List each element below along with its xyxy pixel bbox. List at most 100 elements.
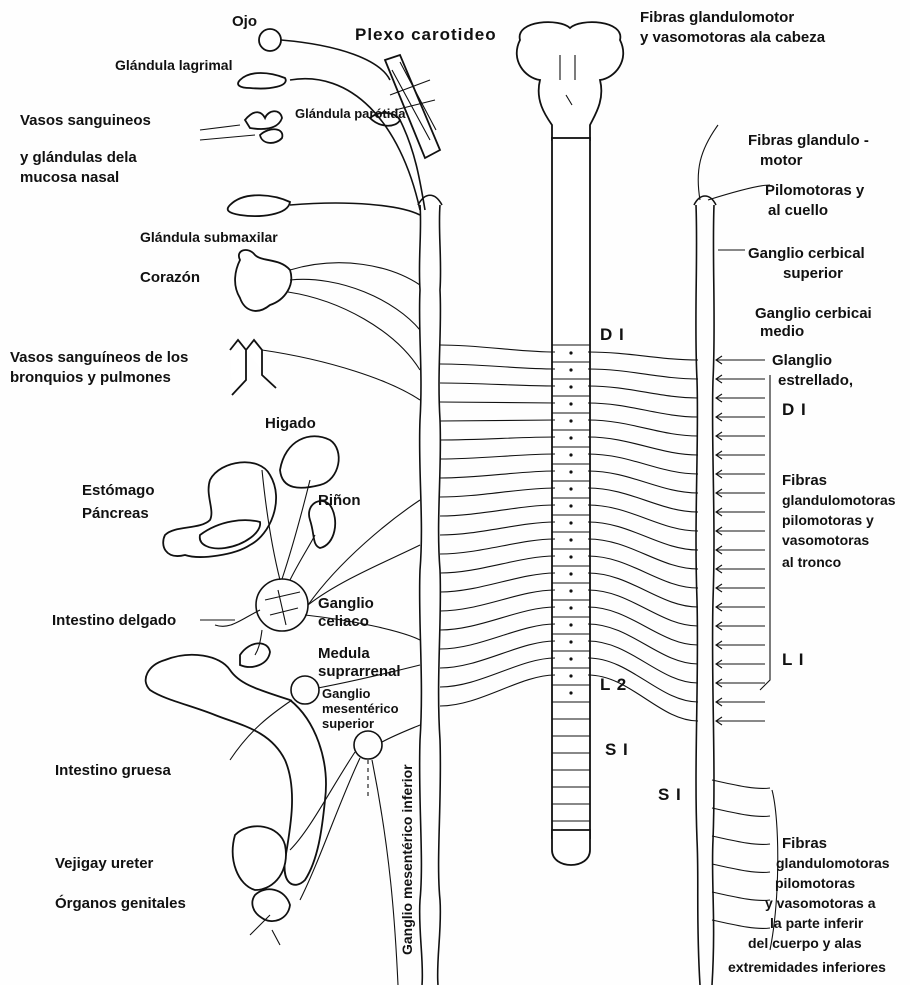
lower-fiber <box>712 892 770 900</box>
cord-root-dot <box>569 419 572 422</box>
label-medula-1: Medula <box>318 645 370 662</box>
ramus-left-fiber <box>440 345 555 352</box>
label-tronco-4: vasomotoras <box>782 532 869 548</box>
label-tronco-1: Fibras <box>782 472 827 489</box>
fiber-arrow <box>716 375 765 383</box>
ramus-right-fiber <box>588 624 698 664</box>
label-intestino-delgado: Intestino delgado <box>52 612 176 629</box>
label-higado: Higado <box>265 415 316 432</box>
label-ganglio-mes-inf: Ganglio mesentérico inferior <box>399 764 415 955</box>
fiber-arrow <box>716 413 765 421</box>
labels: Ojo Plexo carotideo Fibras glandulomotor… <box>10 9 896 975</box>
label-corazon: Corazón <box>140 269 200 286</box>
label-inf-4: y vasomotoras a <box>765 895 876 911</box>
cord-root-dot <box>569 555 572 558</box>
organs <box>146 29 440 985</box>
cord-root-dot <box>569 572 572 575</box>
label-estomago: Estómago <box>82 482 155 499</box>
fiber-arrow <box>716 698 765 706</box>
label-pilomotoras-1: Pilomotoras y <box>765 182 865 199</box>
label-pilomotoras-2: al cuello <box>768 202 828 219</box>
left-sympathetic-chain <box>418 195 442 985</box>
ramus-left-fiber <box>440 383 555 386</box>
label-ganglio-celiaco-1: Ganglio <box>318 595 374 612</box>
adrenal-medulla <box>240 643 270 667</box>
ramus-right-fiber <box>588 420 698 436</box>
label-ge-2: estrellado, <box>778 372 853 389</box>
ramus-left-fiber <box>440 624 555 649</box>
eye-organ <box>259 29 281 51</box>
lower-fiber <box>712 864 770 872</box>
label-gcm-1: Ganglio cerbicai <box>755 305 872 322</box>
ramus-right-fiber <box>588 573 698 607</box>
label-fibras-glandulo-1: Fibras glandulo - <box>748 132 869 149</box>
ramus-right-fiber <box>588 437 698 455</box>
ramus-left-fiber <box>440 454 555 459</box>
label-l2: L 2 <box>600 675 627 694</box>
liver-organ <box>280 436 339 488</box>
cord-root-dot <box>569 368 572 371</box>
submaxillary-gland <box>228 195 290 216</box>
ramus-left-fiber <box>440 556 555 573</box>
left-rami-fibers <box>440 345 555 706</box>
label-rinon: Riñon <box>318 492 361 509</box>
label-d1-right: D I <box>782 400 807 419</box>
label-inf-5: la parte inferir <box>770 915 864 931</box>
superior-mesenteric-ganglion <box>291 676 319 704</box>
label-inf-6: del cuerpo y alas <box>748 935 862 951</box>
label-plexo-carotideo: Plexo carotideo <box>355 25 497 44</box>
label-gcs-2: superior <box>783 265 843 282</box>
right-rami-fibers <box>588 352 698 721</box>
ramus-left-fiber <box>440 590 555 611</box>
label-tronco-3: pilomotoras y <box>782 512 874 528</box>
label-gms-2: mesentérico <box>322 701 399 716</box>
ramus-left-fiber <box>440 675 555 706</box>
ramus-right-fiber <box>588 386 698 398</box>
label-fibras-cabeza-1: Fibras glandulomotor <box>640 9 794 26</box>
label-pancreas: Páncreas <box>82 505 149 522</box>
cord-root-dot <box>569 657 572 660</box>
bladder-ureter <box>233 826 286 890</box>
label-ge-1: Glanglio <box>772 352 832 369</box>
fiber-arrow <box>716 470 765 478</box>
label-vasos-sanguineos: Vasos sanguineos <box>20 112 151 129</box>
label-fibras-cabeza-2: y vasomotoras ala cabeza <box>640 29 826 46</box>
lacrimal-gland <box>238 73 286 89</box>
label-fibras-glandulo-2: motor <box>760 152 803 169</box>
label-l1: L I <box>782 650 805 669</box>
label-gms-1: Ganglio <box>322 686 370 701</box>
ramus-left-fiber <box>440 505 555 516</box>
ramus-left-fiber <box>440 539 555 554</box>
label-inf-7: extremidades inferiores <box>728 959 886 975</box>
fiber-arrow <box>716 508 765 516</box>
ramus-left-fiber <box>440 402 555 403</box>
ramus-right-fiber <box>588 403 698 417</box>
cord-root-dot <box>569 538 572 541</box>
cord-root-dot <box>569 589 572 592</box>
inferior-mesenteric-ganglion <box>354 731 382 759</box>
cord-root-dot <box>569 640 572 643</box>
label-intestino-grueso: Intestino gruesa <box>55 762 172 779</box>
label-mucosa-1: y glándulas dela <box>20 149 137 166</box>
label-bronquios-2: bronquios y pulmones <box>10 369 171 386</box>
fiber-arrow <box>716 717 765 725</box>
fiber-arrow <box>716 660 765 668</box>
cord-root-dot <box>569 436 572 439</box>
label-medula-2: suprarrenal <box>318 663 401 680</box>
cord-root-dot <box>569 623 572 626</box>
label-bronquios-1: Vasos sanguíneos de los <box>10 349 188 366</box>
fiber-arrow <box>716 679 765 687</box>
label-vejiga: Vejigay ureter <box>55 855 154 872</box>
brainstem-outline <box>517 22 623 140</box>
label-ganglio-celiaco-2: celiaco <box>318 613 369 630</box>
label-inf-2: glandulomotoras <box>776 855 890 871</box>
ramus-left-fiber <box>440 488 555 497</box>
label-s1-right: S I <box>658 785 682 804</box>
ramus-right-fiber <box>588 352 698 360</box>
cord-root-dot <box>569 385 572 388</box>
ramus-right-fiber <box>588 454 698 474</box>
label-glandula-lagrimal: Glándula lagrimal <box>115 57 232 73</box>
fiber-arrow <box>716 546 765 554</box>
fiber-arrow <box>716 356 765 364</box>
